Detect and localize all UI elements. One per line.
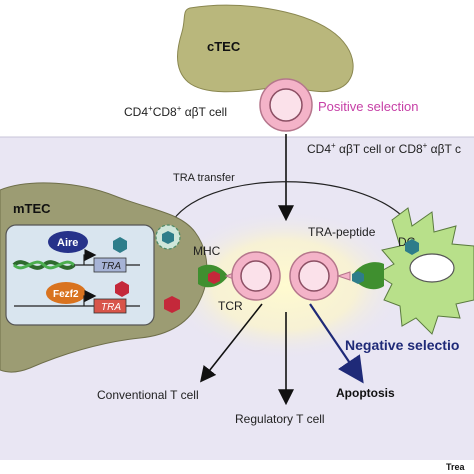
dc-nucleus [409, 253, 455, 283]
tra-hexagon-teal-dc [405, 239, 419, 255]
single-positive-label: CD4+ αβT cell or CD8+ αβT c [307, 141, 461, 156]
footer-strip [0, 460, 474, 474]
regulatory-label: Regulatory T cell [235, 412, 325, 426]
mtec-label: mTEC [13, 201, 51, 216]
tcr-right [336, 271, 351, 281]
arrow-apoptosis [309, 303, 364, 384]
conventional-label: Conventional T cell [97, 388, 199, 402]
tra-gene-1 [93, 257, 127, 273]
mhc-label: MHC [193, 244, 221, 258]
negative-tcell-right-nucleus [298, 260, 330, 292]
tss-arrow-2 [83, 290, 97, 306]
negative-selection-label: Negative selectio [345, 337, 459, 353]
ctec-label: cTEC [207, 39, 241, 54]
fezf2-protein [46, 282, 86, 304]
negative-tcell-left-nucleus [240, 260, 272, 292]
tss-arrow-1 [83, 249, 97, 265]
tra-peptide-teal [352, 271, 364, 284]
tra-hexagon-red-nucleus [115, 281, 129, 297]
tra-gene-1-label: TRA [101, 261, 121, 272]
arrow-conventional [200, 303, 263, 383]
tra-gene-2 [93, 298, 127, 314]
tra-hexagon-teal-vesicle [162, 231, 174, 244]
corner-label: Trea [446, 462, 466, 472]
selection-glow [165, 210, 405, 360]
tcr-label: TCR [218, 299, 243, 313]
tra-transfer-arrow [169, 181, 412, 226]
aire-protein [48, 231, 88, 253]
tra-hexagon-red-cytoplasm [164, 296, 180, 313]
positive-tcell-nucleus [269, 88, 303, 122]
apoptosis-label: Apoptosis [336, 386, 395, 400]
aire-label: Aire [57, 237, 78, 249]
tra-gene-2-label: TRA [101, 302, 121, 313]
tra-hexagon-teal-nucleus [113, 237, 127, 253]
tra-peptide-red [208, 271, 220, 284]
chromatin-dna-1b [12, 260, 76, 270]
fezf2-label: Fezf2 [53, 289, 79, 300]
positive-cell-label: CD4+CD8+ αβT cell [124, 104, 227, 119]
tra-peptide-label: TRA-peptide [308, 225, 376, 239]
positive-selection-label: Positive selection [318, 99, 418, 114]
tra-transfer-label: TRA transfer [173, 172, 235, 184]
